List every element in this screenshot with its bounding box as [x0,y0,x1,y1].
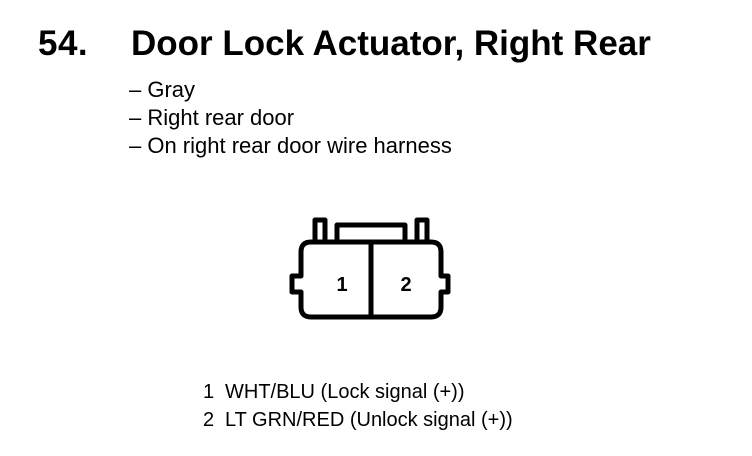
detail-location: – Right rear door [129,105,295,130]
pin-description: LT GRN/RED (Unlock signal (+)) [225,409,513,431]
pin-description: WHT/BLU (Lock signal (+)) [225,381,465,403]
connector-latch [334,222,408,245]
pin-number: 2 [203,409,215,431]
component-details: – Gray – Right rear door – On right rear… [129,76,452,160]
connector-body [289,239,451,320]
pin-list: 1 WHT/BLU (Lock signal (+)) 2 LT GRN/RED (… [203,378,513,434]
pin-row: 2 LT GRN/RED (Unlock signal (+)) [203,406,513,434]
pin-number: 1 [203,381,215,403]
component-number: 54. [38,24,89,63]
detail-color: – Gray [129,77,196,102]
cavity-label-2: 2 [400,274,411,296]
connector-tab-left [312,217,328,245]
connector-tab-right [414,217,430,245]
component-title: Door Lock Actuator, Right Rear [131,24,651,63]
cavity-label-1: 1 [336,274,347,296]
pin-row: 1 WHT/BLU (Lock signal (+)) [203,378,513,406]
detail-harness: – On right rear door wire harness [129,133,452,158]
